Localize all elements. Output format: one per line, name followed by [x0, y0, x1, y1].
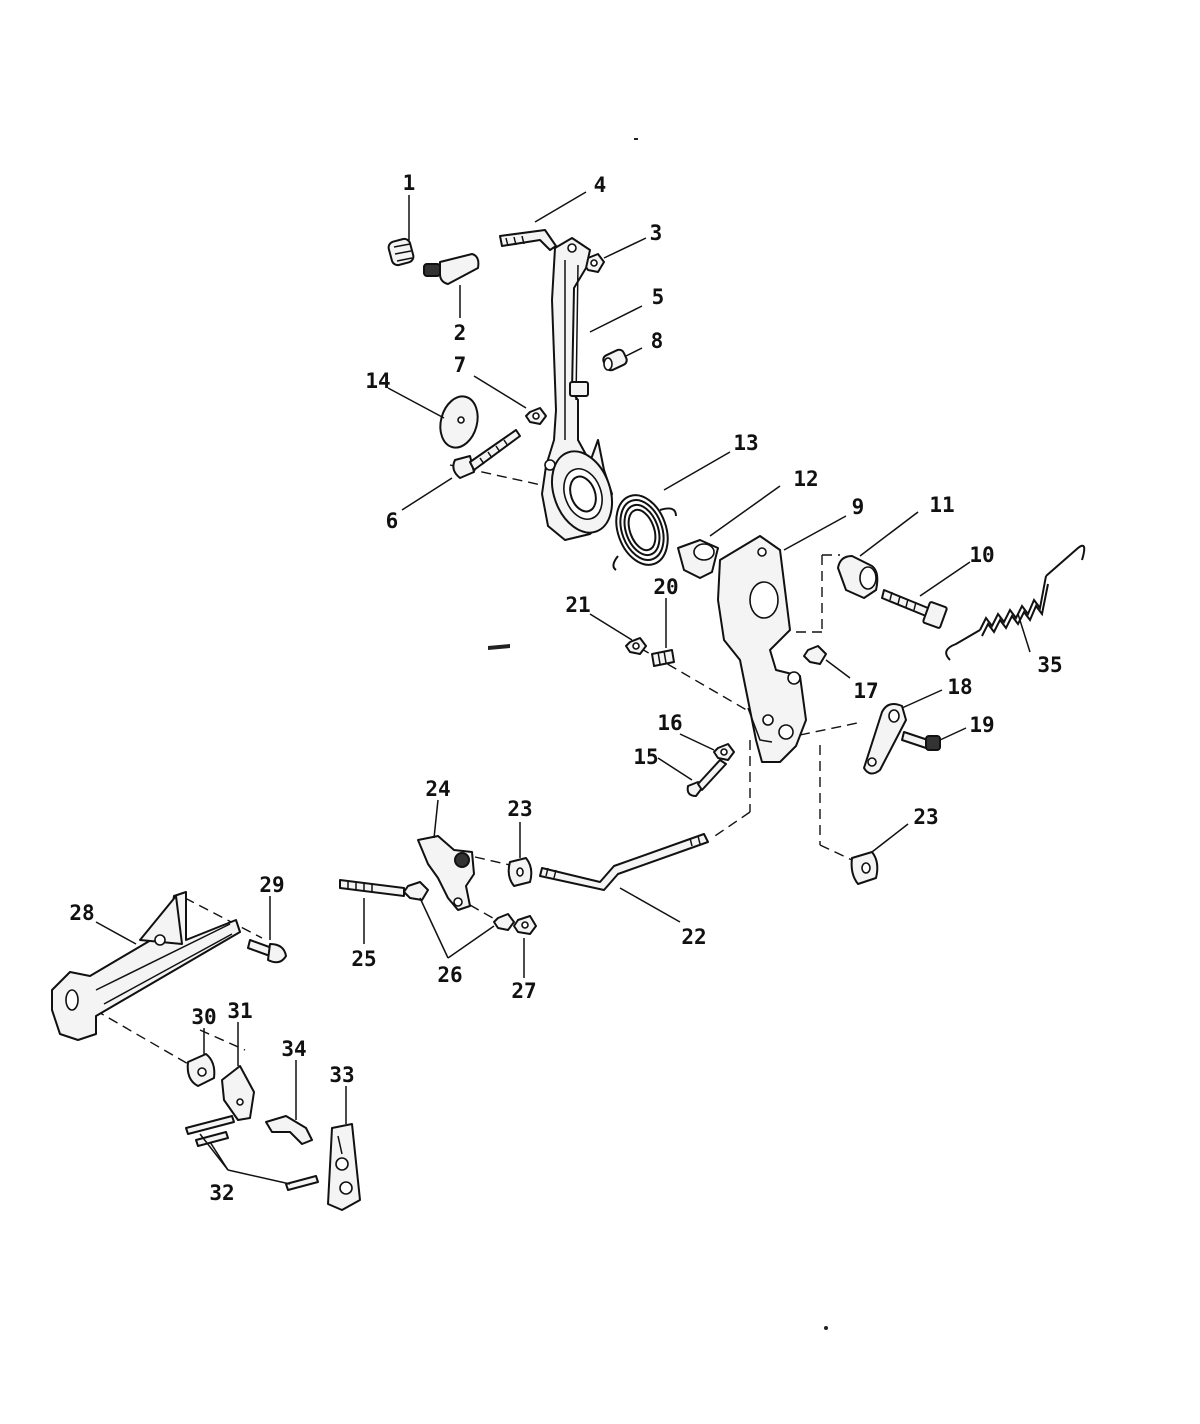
part-12-sleeve	[677, 539, 719, 579]
part-30-block	[186, 1053, 216, 1087]
callout-28: 28	[69, 901, 94, 925]
callout-leaders	[95, 191, 1031, 1185]
callout-8: 8	[651, 329, 664, 353]
callout-25: 25	[351, 947, 376, 971]
callout-7: 7	[454, 353, 467, 377]
part-15-screw	[686, 759, 727, 797]
callout-35: 35	[1037, 653, 1062, 677]
callout-27: 27	[511, 979, 536, 1003]
callout-18: 18	[947, 675, 972, 699]
part-6-long-screw	[452, 429, 521, 479]
part-27-nut	[513, 915, 537, 935]
part-18-link	[863, 703, 907, 775]
part-1-knob	[387, 237, 415, 267]
part-13-coil-spring-housing	[551, 450, 613, 534]
callout-14: 14	[365, 369, 390, 393]
part-26-nuts	[403, 881, 515, 931]
part-21-nut	[625, 637, 647, 655]
callout-21: 21	[565, 593, 590, 617]
callout-5: 5	[652, 285, 665, 309]
callout-9: 9	[852, 495, 865, 519]
callout-32: 32	[209, 1181, 234, 1205]
callout-26: 26	[437, 963, 462, 987]
scan-specks	[488, 138, 828, 1330]
part-9-main-plate	[717, 535, 807, 763]
callout-6: 6	[386, 509, 399, 533]
part-31-clip	[221, 1065, 255, 1121]
part-25-stud	[339, 879, 405, 897]
callout-17: 17	[853, 679, 878, 703]
part-34-bent-lever	[265, 1115, 313, 1145]
part-29-screw	[247, 939, 287, 964]
callout-31: 31	[227, 999, 252, 1023]
part-24-bellcrank	[417, 835, 475, 911]
part-35-extension-spring	[945, 544, 1086, 661]
part-16-washer	[713, 743, 735, 761]
part-17-nut	[803, 645, 827, 665]
callout-4: 4	[594, 173, 607, 197]
callout-23-right: 23	[913, 805, 938, 829]
callout-labels: 1 2 3 4 5 6 7 8 9 10 11 12 13 14 15 16 1…	[69, 171, 1062, 1205]
callout-15: 15	[633, 745, 658, 769]
callout-19: 19	[969, 713, 994, 737]
callout-16: 16	[657, 711, 682, 735]
part-23-cap-left	[507, 857, 533, 887]
callout-11: 11	[929, 493, 954, 517]
callout-3: 3	[650, 221, 663, 245]
part-2-screw-bracket	[423, 253, 480, 285]
part-22-link-rod	[539, 833, 709, 891]
part-13-coil-spring	[612, 494, 677, 571]
callout-20: 20	[653, 575, 678, 599]
part-19-screw	[901, 731, 941, 751]
callout-34: 34	[281, 1037, 306, 1061]
callout-23-left: 23	[507, 797, 532, 821]
callout-13: 13	[733, 431, 758, 455]
part-11-bushing-cup	[837, 555, 879, 599]
callout-24: 24	[425, 777, 450, 801]
callout-10: 10	[969, 543, 994, 567]
part-20-set-screw	[651, 649, 675, 667]
callout-2: 2	[454, 321, 467, 345]
part-28-bracket	[51, 891, 241, 1041]
part-7-nut	[525, 407, 547, 425]
callout-30: 30	[191, 1005, 216, 1029]
part-8-bushing	[602, 348, 628, 372]
callout-22: 22	[681, 925, 706, 949]
callout-29: 29	[259, 873, 284, 897]
part-33-plate	[327, 1123, 361, 1211]
callout-1: 1	[403, 171, 416, 195]
part-10-bolt	[881, 589, 948, 629]
callout-12: 12	[793, 467, 818, 491]
callout-33: 33	[329, 1063, 354, 1087]
part-32-pins	[185, 1115, 319, 1191]
part-4-rod	[499, 229, 557, 251]
part-14-washer	[439, 395, 479, 449]
part-23-cap-right	[850, 851, 879, 885]
